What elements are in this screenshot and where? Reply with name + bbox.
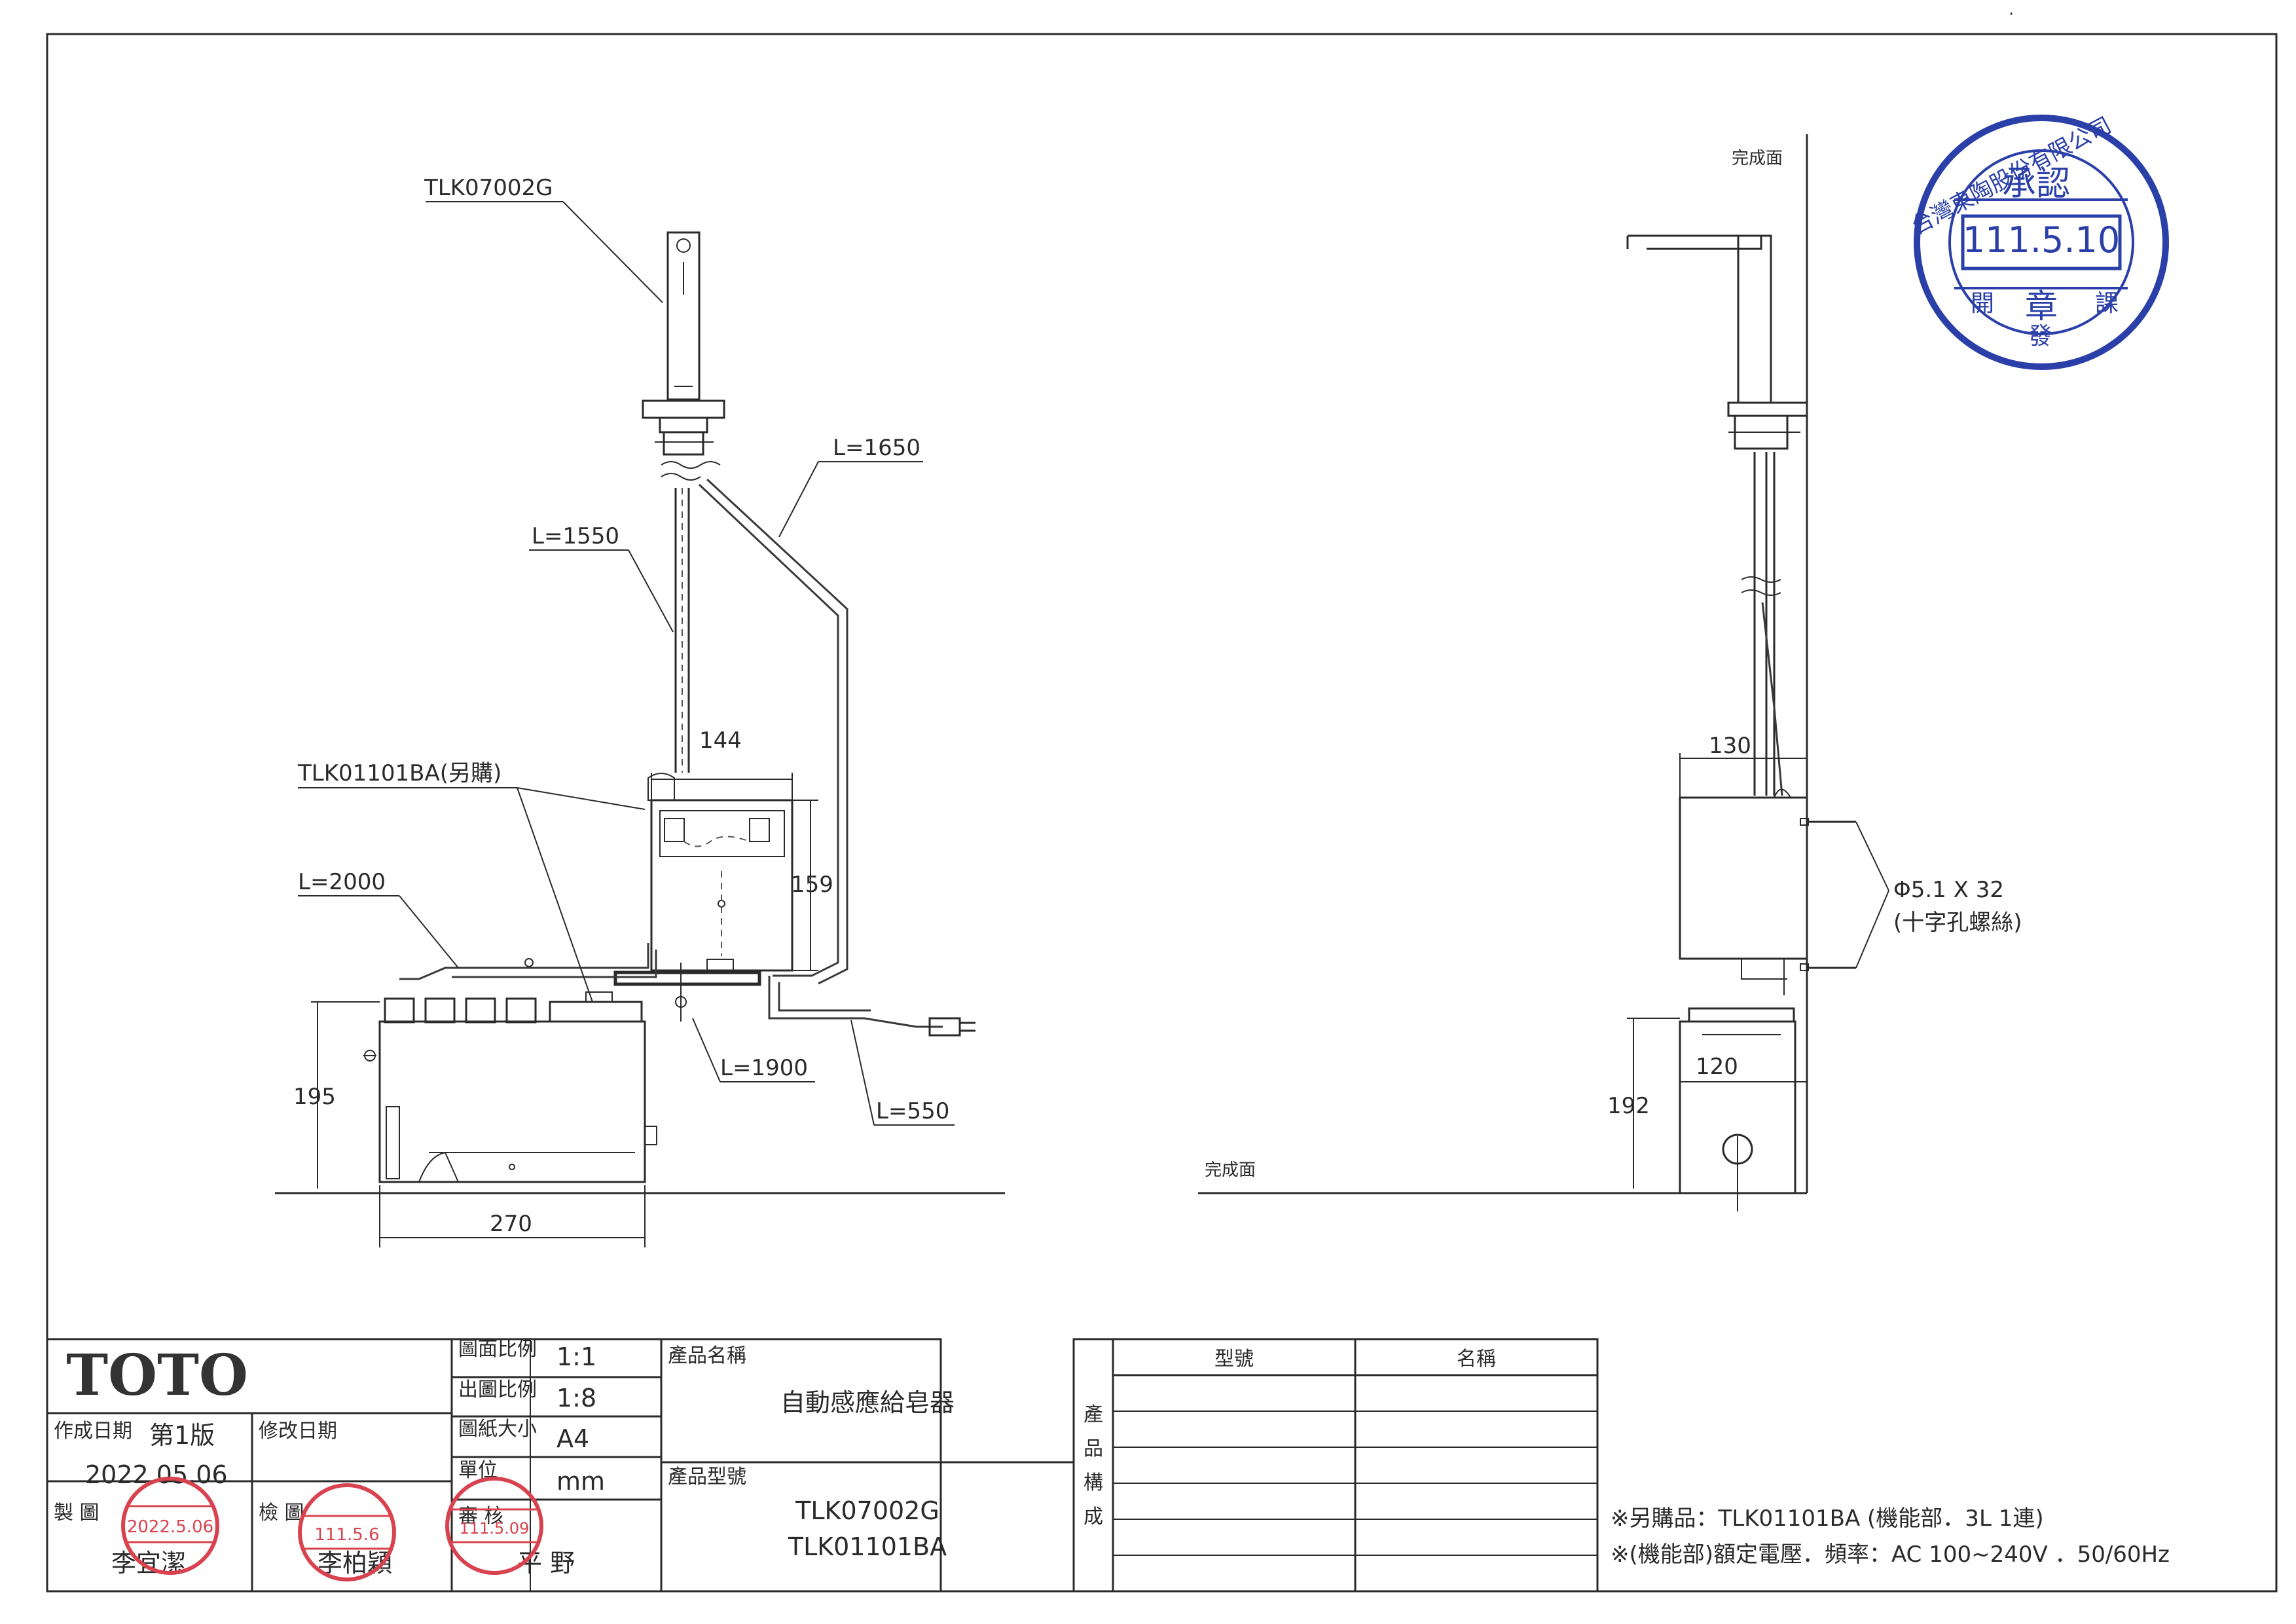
checked-stamp: 111.5.6 [298,1483,396,1581]
cable-length-550: L=550 [876,1098,949,1124]
product-model-1: TLK07002G [795,1496,939,1525]
dim-192: 192 [1607,1093,1650,1119]
svg-text:出圖比例: 出圖比例 [458,1378,537,1401]
svg-text:產: 產 [1084,1403,1103,1426]
unit: mm [556,1467,605,1496]
drawing-scale: 1:1 [556,1342,596,1371]
cable-length-1650: L=1650 [833,435,920,461]
svg-text:構: 構 [1084,1471,1103,1494]
note-2: ※(機能部)額定電壓．頻率：AC 100~240V ．50/60Hz [1611,1541,2170,1568]
col-name: 名稱 [1457,1348,1496,1371]
svg-text:作成日期: 作成日期 [54,1420,132,1443]
faucet-flange [642,399,725,419]
dim-195: 195 [293,1084,336,1110]
svg-text:產品型號: 產品型號 [668,1466,746,1488]
finish-surface-wall: 完成面 [1732,149,1783,168]
checked-by: 李柏穎 [318,1549,392,1578]
cable-length-2000: L=2000 [298,869,386,895]
dim-130: 130 [1709,733,1751,759]
version: 第1版 [149,1421,215,1450]
svg-text:修改日期: 修改日期 [259,1420,337,1443]
unit-model-label: TLK01101BA(另購) [297,760,501,786]
corner-mark: · [2009,5,2014,24]
dim-120: 120 [1696,1054,1738,1080]
control-unit [650,799,793,972]
dim-144: 144 [699,728,742,754]
svg-text:111.5.09: 111.5.09 [460,1519,530,1538]
product-name: 自動感應給皂器 [780,1388,955,1417]
approval-date: 111.5.10 [1963,219,2120,261]
screw-note: (十字孔螺絲) [1893,910,2022,936]
svg-text:製 圖: 製 圖 [54,1502,100,1524]
finish-surface-floor: 完成面 [1205,1160,1256,1180]
paper-size: A4 [556,1424,589,1453]
title-block: TOTO 作成日期 第1版 修改日期 2022.05.06 製 圖 李宜潔 檢 … [46,1338,1599,1593]
mount-bracket [613,970,761,986]
print-scale: 1:8 [556,1384,596,1412]
svg-text:承認: 承認 [2002,164,2070,204]
screw-spec: Φ5.1 X 32 [1893,877,2004,903]
svg-text:開: 開 [1971,290,1994,317]
power-plug [928,1017,961,1037]
svg-text:檢 圖: 檢 圖 [259,1502,304,1524]
drawn-stamp: 2022.5.06 [121,1477,219,1575]
dim-270: 270 [490,1211,532,1237]
svg-text:章: 章 [2025,287,2058,325]
svg-text:課: 課 [2095,290,2119,317]
cable-length-1900: L=1900 [720,1055,808,1081]
created-date: 2022.05.06 [85,1460,228,1489]
soap-tank [378,1020,646,1183]
faucet-body [666,231,701,401]
note-1: ※另購品：TLK01101BA (機能部．3L 1連) [1611,1505,2044,1532]
svg-text:產品名稱: 產品名稱 [668,1344,746,1367]
svg-text:2022.5.06: 2022.5.06 [127,1517,213,1537]
col-model: 型號 [1214,1348,1254,1371]
product-model-2: TLK01101BA [788,1532,947,1561]
dim-159: 159 [791,872,833,898]
side-control-unit [1679,796,1808,960]
svg-text:圖紙大小: 圖紙大小 [458,1418,537,1441]
svg-text:圖面比例: 圖面比例 [458,1338,537,1361]
faucet-model-label: TLK07002G [424,175,553,201]
brand-logo: TOTO [66,1342,248,1409]
approved-stamp: 111.5.09 [445,1477,543,1575]
approval-stamp: 承認 111.5.10 章 開 發 課 台灣東陶股份有限公司 [1907,112,2169,370]
svg-text:品: 品 [1084,1437,1103,1460]
approved-by: 平 野 [517,1549,575,1578]
side-view: 完成面 完成面 130 120 192 Φ5.1 X 32 (十字孔螺絲) [1198,134,2022,1211]
cable-length-1550: L=1550 [532,523,619,549]
svg-text:成: 成 [1084,1505,1103,1528]
front-view: TLK07002G L=1550 L=1650 TLK01101BA(另購) L… [275,175,1005,1247]
sheet-border [46,33,2278,1593]
svg-text:111.5.6: 111.5.6 [314,1525,379,1545]
svg-text:發: 發 [2028,323,2052,350]
